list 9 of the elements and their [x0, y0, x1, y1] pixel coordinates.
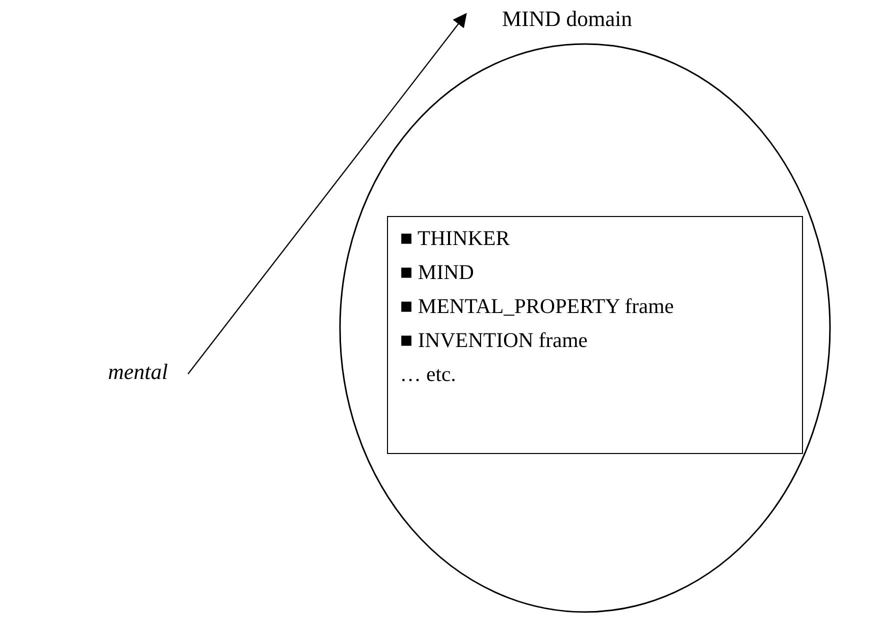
- list-item: ■ THINKER: [400, 225, 510, 251]
- list-item: … etc.: [400, 361, 456, 387]
- list-item: ■ INVENTION frame: [400, 327, 588, 353]
- list-item: ■ MIND: [400, 259, 474, 285]
- list-item: ■ MENTAL_PROPERTY frame: [400, 293, 674, 319]
- arrow: [188, 12, 467, 374]
- domain-heading: MIND domain: [502, 6, 632, 32]
- frame-box: [387, 216, 803, 454]
- text-label: mental: [104, 352, 182, 392]
